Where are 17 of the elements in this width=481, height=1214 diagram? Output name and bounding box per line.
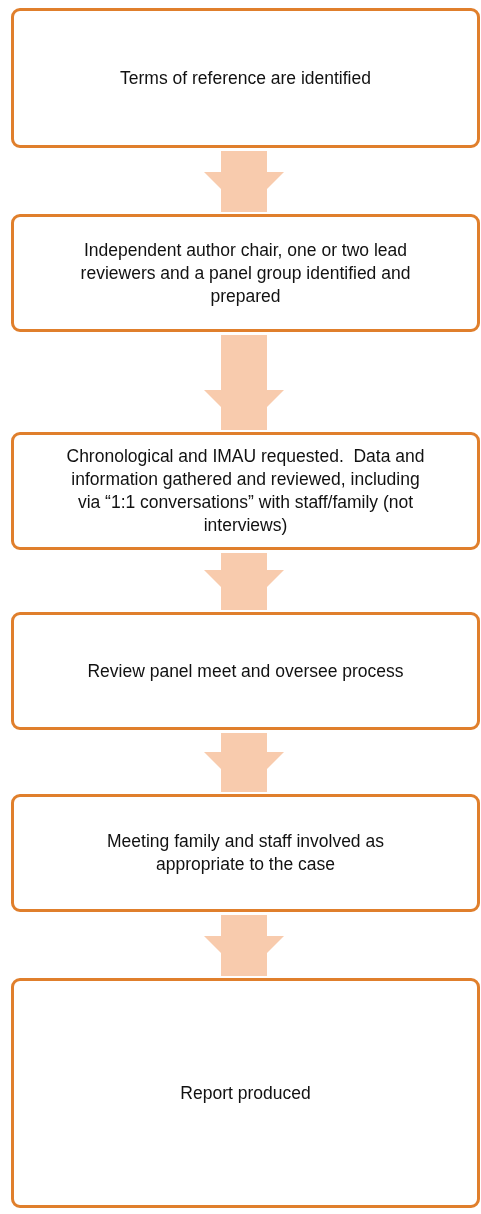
block-arrow (204, 733, 284, 792)
block-arrow (204, 915, 284, 976)
block-arrow (204, 335, 284, 430)
block-arrow (204, 553, 284, 610)
step-text: Report produced (180, 1081, 311, 1105)
process-box (11, 214, 480, 332)
process-box (11, 794, 480, 912)
step-text: Chronological and IMAU requested. Data and information gathered and reviewed, including via “1:1 conversations” with staff/family (not interviews) (65, 445, 426, 537)
step-text: Terms of reference are identified (120, 66, 371, 90)
step-text: Review panel meet and oversee process (87, 659, 404, 683)
process-box (11, 8, 480, 148)
step-text: Meeting family and staff involved as appropriate to the case (106, 830, 385, 876)
process-box (11, 432, 480, 550)
block-arrow (204, 151, 284, 212)
process-box (11, 612, 480, 730)
step-text: Independent author chair, one or two lead reviewers and a panel group identified and prepared (79, 238, 412, 308)
process-box (11, 978, 480, 1208)
